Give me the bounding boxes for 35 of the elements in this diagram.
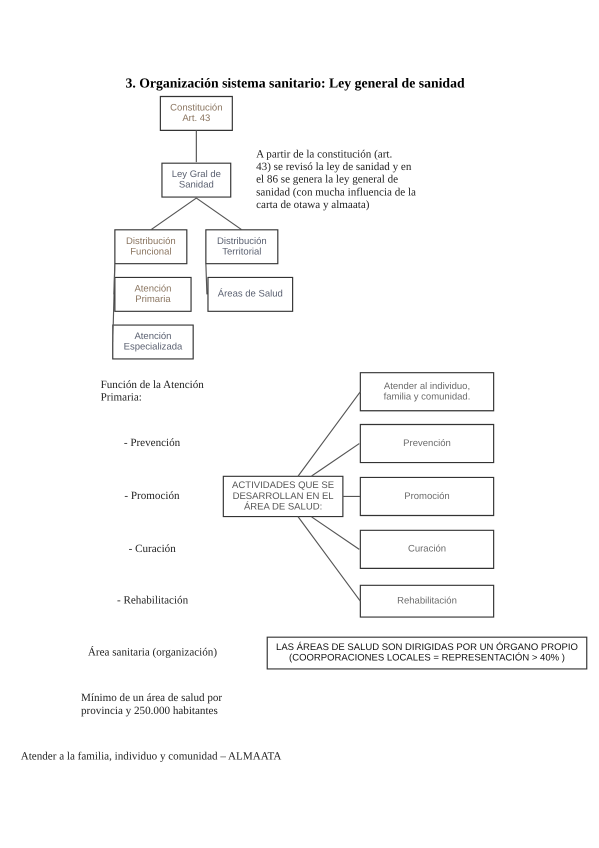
node-box: Atender al individuo, familia y comunidad. xyxy=(360,372,494,411)
node-box: ACTIVIDADES QUE SE DESARROLLAN EN EL ÁREA DE SALUD: xyxy=(222,475,344,517)
node-box: Distribución Funcional xyxy=(114,228,188,264)
label: Función de la Atención Primaria: xyxy=(100,378,204,404)
connector xyxy=(311,516,360,550)
connector xyxy=(311,442,360,476)
node-box: Promoción xyxy=(360,476,494,516)
connector xyxy=(113,263,116,294)
label: - Curación xyxy=(128,542,176,554)
connector xyxy=(112,263,116,342)
node-box: Ley Gral de Sanidad xyxy=(161,162,232,198)
label: - Rehabilitación xyxy=(116,594,188,606)
node-box: Constitución Art. 43 xyxy=(160,95,233,130)
connector xyxy=(342,495,360,497)
connector xyxy=(196,197,242,230)
label: Atender a la familia, individuo y comunidad – ALMAATA xyxy=(20,750,282,762)
label: Área sanitaria (organización) xyxy=(88,646,218,658)
connector xyxy=(196,130,197,162)
label: Mínimo de un área de salud por provincia y 250.000 habitantes xyxy=(81,692,222,716)
connector xyxy=(150,197,197,230)
node-box: Distribución Territorial xyxy=(205,228,278,264)
connector xyxy=(298,516,361,602)
node-box: Atención Primaria xyxy=(114,276,192,312)
node-box: Rehabilitación xyxy=(360,584,494,618)
diagram-title: 3. Organización sistema sanitario: Ley general de sanidad xyxy=(125,74,465,90)
connector xyxy=(205,263,208,294)
label: A partir de la constitución (art. 43) se revisó la ley de sanidad y en el 86 se genera la ley general de sanidad (con mucha influencia de la carta de otawa y almaata) xyxy=(256,148,416,211)
label: - Promoción xyxy=(124,489,180,502)
node-box: Áreas de Salud xyxy=(207,276,294,312)
connector xyxy=(298,390,361,476)
node-box: LAS ÁREAS DE SALUD SON DIRIGIDAS POR UN ÓRGANO PROPIO (COORPORACIONES LOCALES = REPRESENTACIÓN > 40% ) xyxy=(266,636,588,669)
node-box: Prevención xyxy=(360,423,494,463)
label: - Prevención xyxy=(124,436,180,449)
node-box: Atención Especializada xyxy=(112,324,194,359)
node-box: Curación xyxy=(360,529,494,568)
